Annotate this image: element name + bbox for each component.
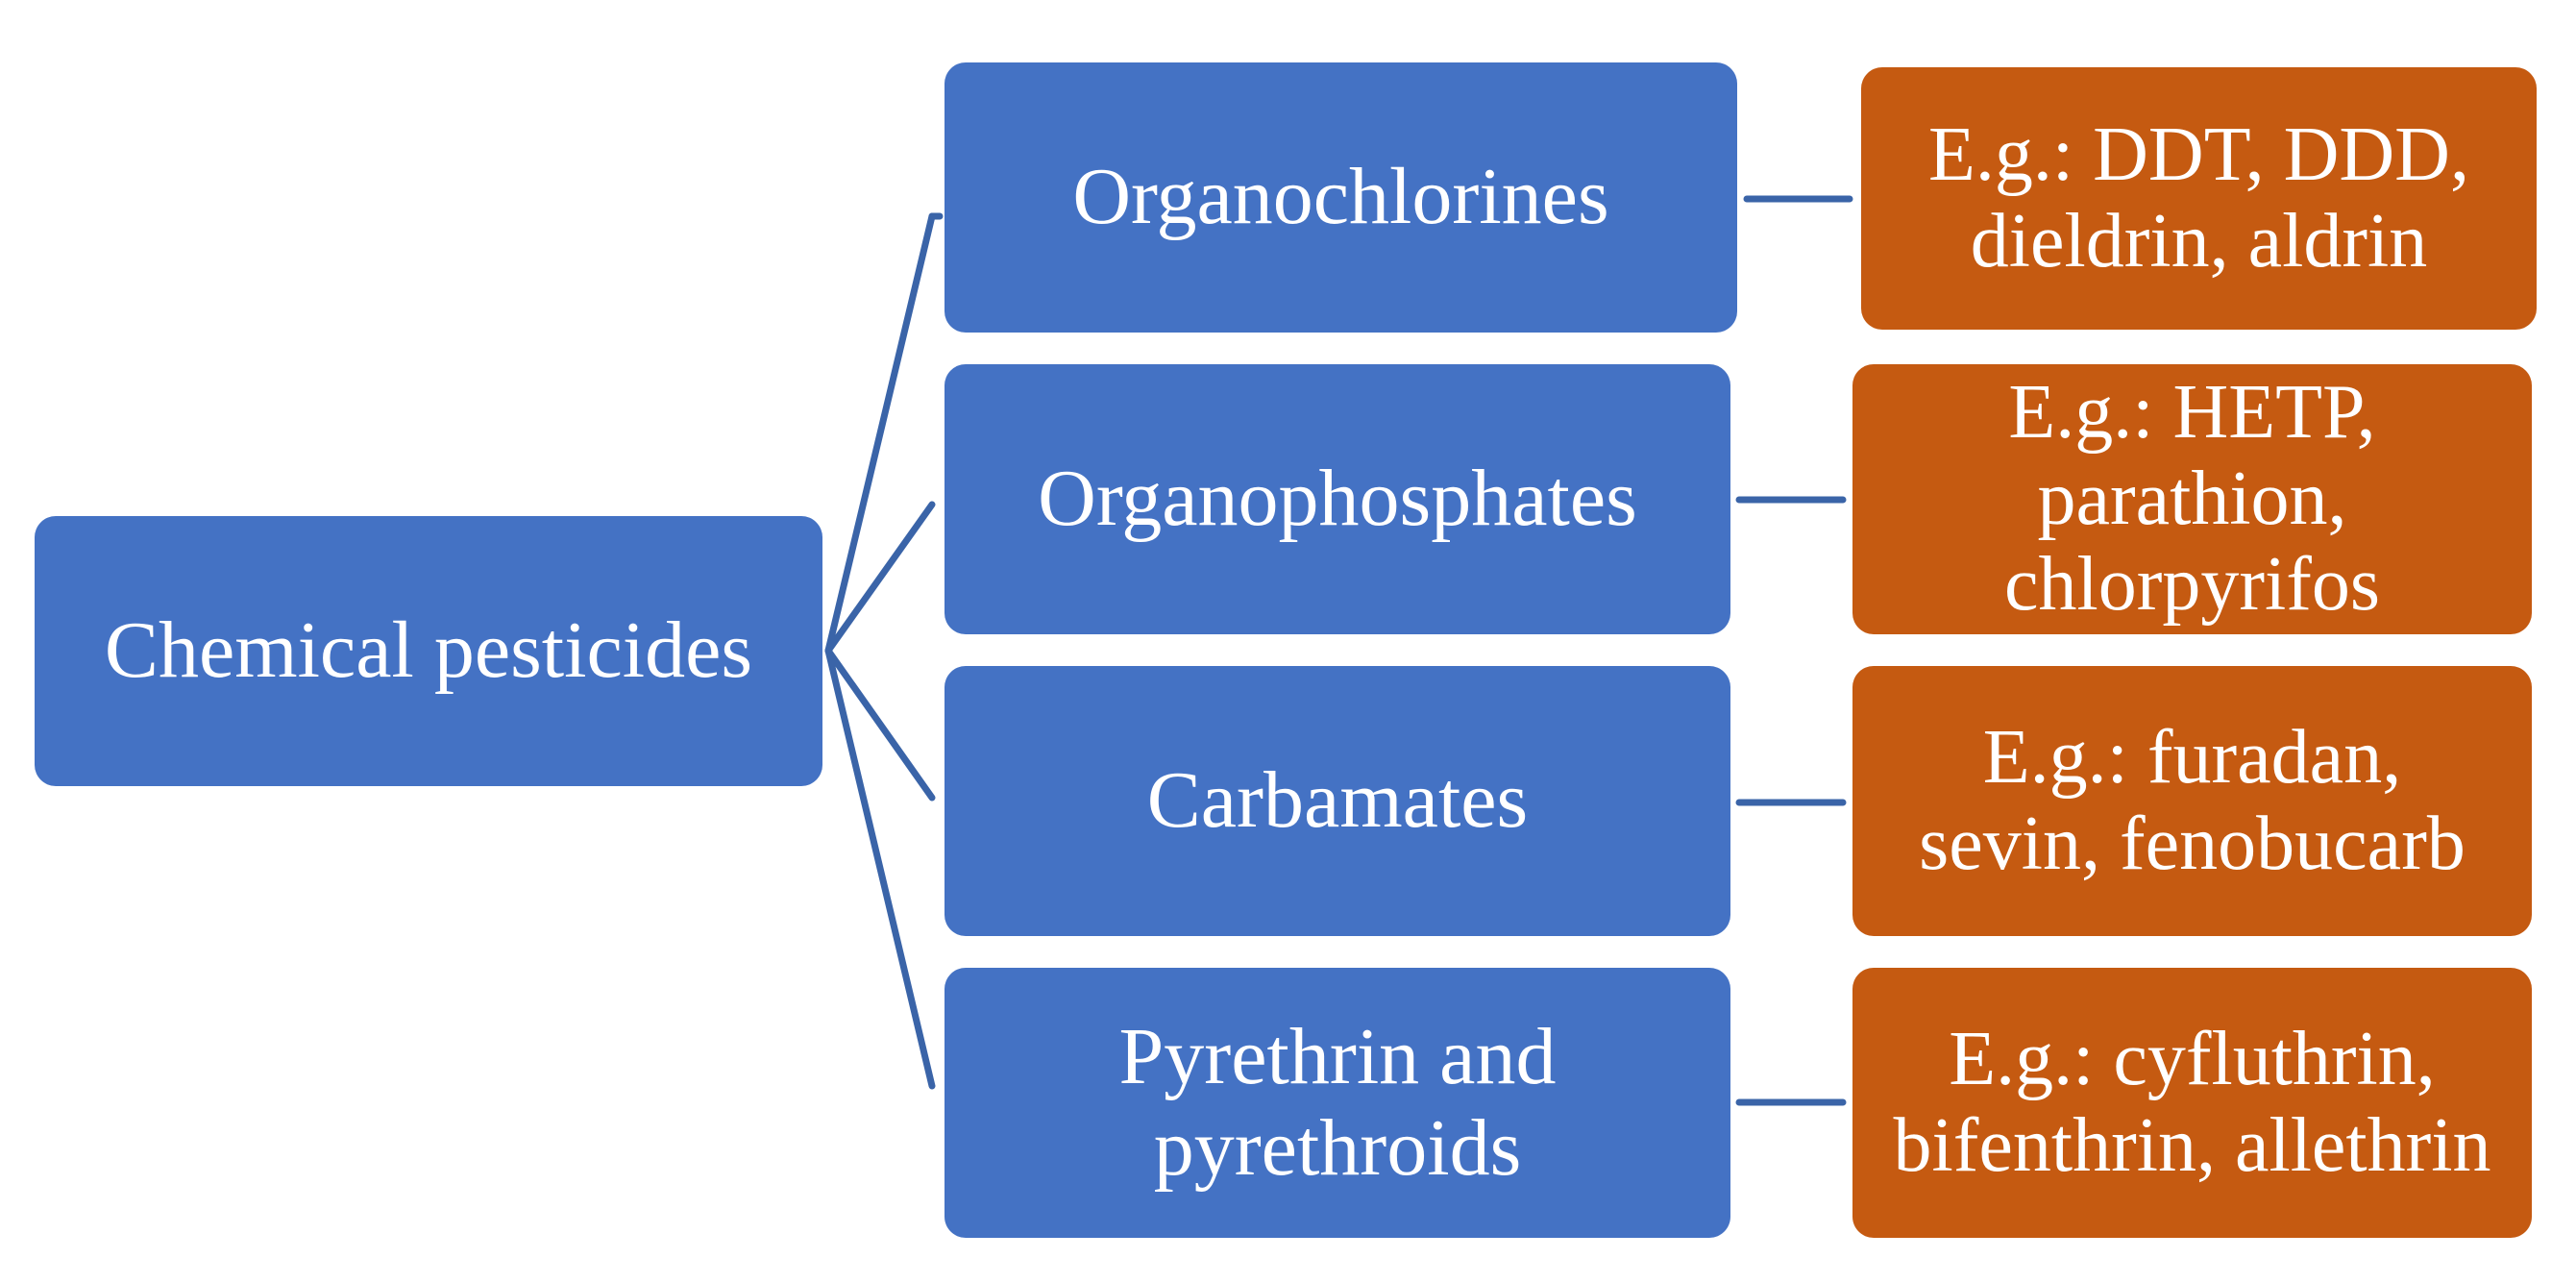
example-node-pyrethroids: E.g.: cyfluthrin, bifenthrin, allethrin [1852,968,2532,1238]
category-label: Organochlorines [1072,152,1609,242]
category-label: Pyrethrin and pyrethroids [1118,1012,1557,1193]
example-node-carbamates: E.g.: furadan, sevin, fenobucarb [1852,666,2532,936]
example-label: E.g.: cyfluthrin, bifenthrin, allethrin [1893,1016,2491,1188]
connector-root-to-organophosphates [824,501,936,654]
root-node: Chemical pesticides [35,516,822,786]
category-node-organochlorines: Organochlorines [945,62,1737,333]
category-node-organophosphates: Organophosphates [945,364,1730,634]
root-node-label: Chemical pesticides [104,605,753,696]
example-label: E.g.: HETP, parathion, chlorpyrifos [2003,370,2380,628]
connector-root-to-carbamates [824,647,936,802]
example-node-organochlorines: E.g.: DDT, DDD, dieldrin, aldrin [1861,67,2537,330]
category-node-carbamates: Carbamates [945,666,1730,936]
category-node-pyrethroids: Pyrethrin and pyrethroids [945,968,1730,1238]
example-node-organophosphates: E.g.: HETP, parathion, chlorpyrifos [1852,364,2532,634]
connector-root-to-pyrethroids [824,647,936,1090]
category-label: Organophosphates [1038,454,1637,544]
example-label: E.g.: DDT, DDD, dieldrin, aldrin [1928,111,2469,284]
connector-root-to-organochlorines [824,212,936,654]
category-label: Carbamates [1146,755,1529,846]
example-label: E.g.: furadan, sevin, fenobucarb [1919,714,2466,886]
